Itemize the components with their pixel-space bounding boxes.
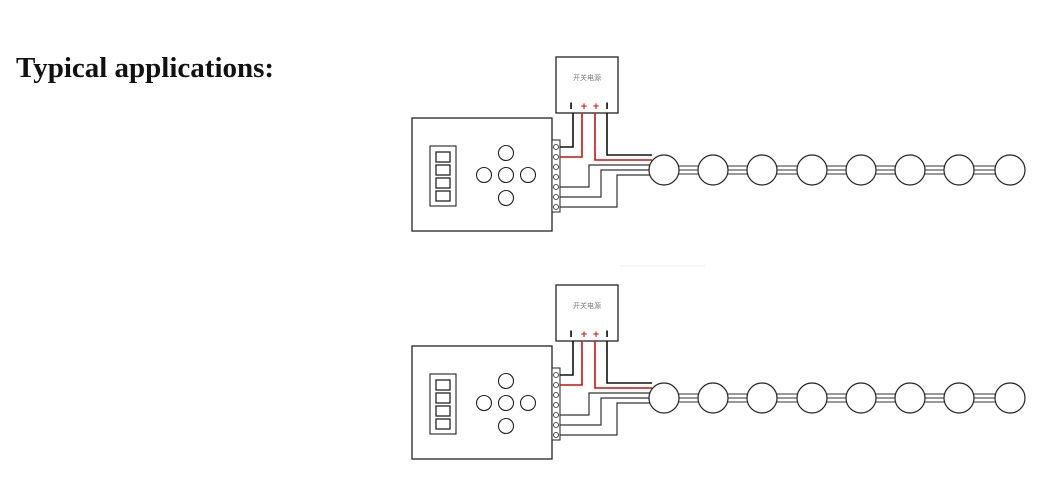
wire-psu-neg-led: [606, 113, 652, 156]
led-node: [994, 154, 1026, 186]
application-2: 开关电源 I + + I: [411, 284, 1026, 460]
power-supply: 开关电源 I + + I: [555, 284, 619, 342]
psu-terminal-3: +: [592, 102, 600, 112]
page-heading: Typical applications:: [16, 52, 275, 84]
psu-terminal-1: I: [569, 330, 572, 340]
led-node: [894, 382, 926, 414]
led-connectors: [676, 165, 996, 175]
power-supply: 开关电源 I + + I: [555, 56, 619, 114]
up-button: [497, 144, 515, 162]
wire-data-2: [560, 397, 652, 426]
psu-terminal-2: +: [580, 102, 588, 112]
power-supply-label: 开关电源: [573, 73, 601, 82]
psu-terminal-2: +: [580, 330, 588, 340]
left-button: [475, 394, 493, 412]
wire-data-1: [560, 164, 652, 188]
led-node: [845, 154, 877, 186]
controller: [411, 345, 561, 460]
wire-psu-neg-ctrl: [560, 113, 574, 148]
wire-data-3: [560, 174, 652, 208]
psu-terminal-3: +: [592, 330, 600, 340]
led-string: [648, 154, 1026, 186]
wire-psu-pos-ctrl: [560, 113, 583, 158]
led-connectors: [676, 393, 996, 403]
right-button: [519, 166, 537, 184]
control-buttons: [475, 144, 537, 207]
psu-terminal-4: I: [605, 102, 608, 112]
wire-psu-pos-led: [594, 341, 652, 389]
led-node: [746, 382, 778, 414]
led-node: [746, 154, 778, 186]
led-node: [648, 382, 680, 414]
seven-segment-display: [429, 145, 457, 207]
application-1: 开关电源 I + + I: [411, 56, 1026, 232]
control-buttons: [475, 372, 537, 435]
led-node: [894, 154, 926, 186]
wire-psu-pos-led: [594, 113, 652, 161]
center-button: [497, 394, 515, 412]
wire-data-2: [560, 169, 652, 198]
wire-psu-pos-ctrl: [560, 341, 583, 386]
wires: [560, 341, 652, 436]
led-node: [994, 382, 1026, 414]
led-node: [796, 154, 828, 186]
led-node: [845, 382, 877, 414]
up-button: [497, 372, 515, 390]
wires: [560, 113, 652, 208]
down-button: [497, 189, 515, 207]
left-button: [475, 166, 493, 184]
led-node: [943, 382, 975, 414]
led-node: [648, 154, 680, 186]
terminal-block: [551, 367, 561, 441]
psu-terminal-4: I: [605, 330, 608, 340]
wire-data-3: [560, 402, 652, 436]
wire-psu-neg-ctrl: [560, 341, 574, 376]
right-button: [519, 394, 537, 412]
center-button: [497, 166, 515, 184]
down-button: [497, 417, 515, 435]
terminal-block: [551, 139, 561, 213]
psu-terminal-1: I: [569, 102, 572, 112]
power-supply-label: 开关电源: [573, 301, 601, 310]
led-node: [697, 382, 729, 414]
wire-psu-neg-led: [606, 341, 652, 384]
led-node: [943, 154, 975, 186]
seven-segment-display: [429, 373, 457, 435]
led-string: [648, 382, 1026, 414]
led-node: [796, 382, 828, 414]
led-node: [697, 154, 729, 186]
wire-data-1: [560, 392, 652, 416]
controller: [411, 117, 561, 232]
